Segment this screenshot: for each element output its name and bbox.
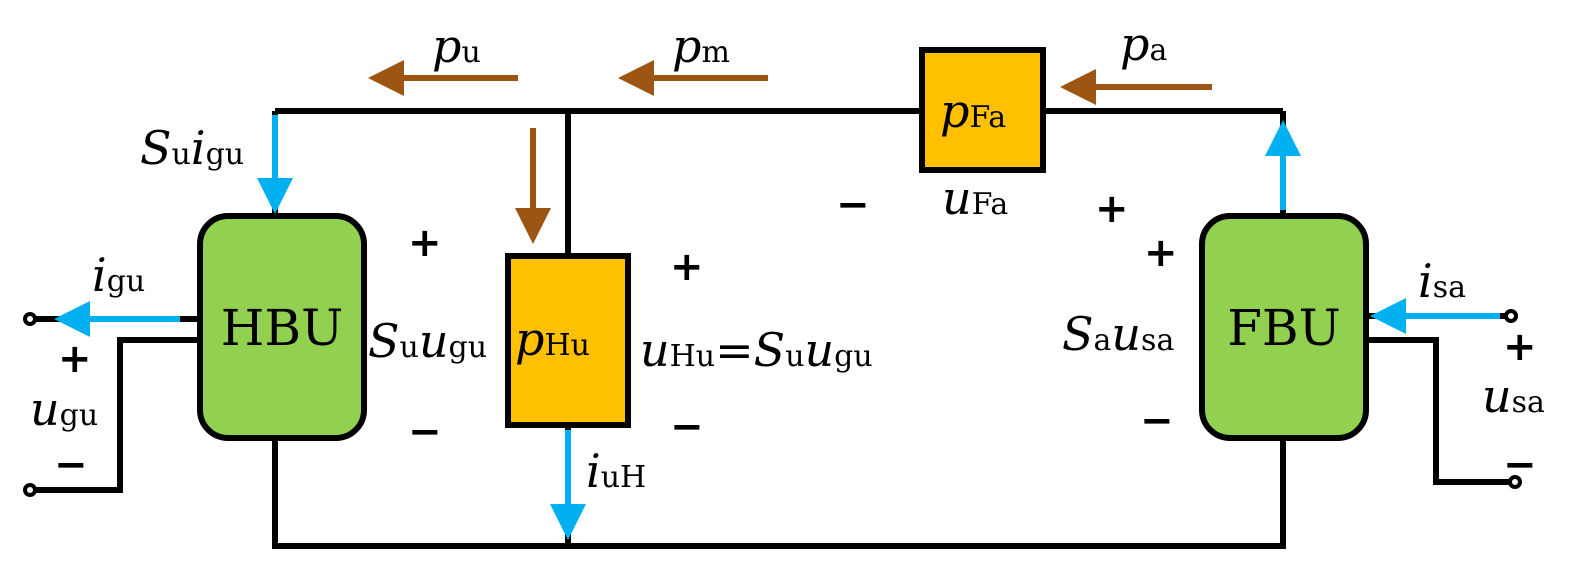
right-terminal-bottom-wire bbox=[1365, 337, 1512, 485]
isa-label: isa bbox=[1418, 254, 1466, 308]
terminal-right-top bbox=[1504, 309, 1518, 323]
polarity-signs: + − + − + − − + + − + − bbox=[54, 182, 1537, 488]
uhu-minus-sign: − bbox=[670, 404, 704, 450]
phu-label: pHu bbox=[515, 312, 590, 366]
pm-label: pm bbox=[672, 19, 730, 73]
pfa-block: pFa bbox=[919, 47, 1046, 173]
uhu-equation-label: uHu=Suugu bbox=[640, 323, 873, 377]
sa-usa-label: Sausa bbox=[1062, 307, 1174, 361]
terminal-right-bottom bbox=[1508, 475, 1522, 489]
igu-label: igu bbox=[92, 248, 145, 302]
ufa-plus-sign: + bbox=[1095, 186, 1129, 232]
su-ugu-plus-sign: + bbox=[408, 220, 442, 266]
current-arrows bbox=[54, 115, 1500, 540]
power-arrows bbox=[368, 60, 1212, 244]
uhu-plus-sign: + bbox=[670, 244, 704, 290]
left-terminal-bottom-wire bbox=[33, 337, 200, 493]
phu-block: pHu bbox=[505, 253, 631, 428]
usa-plus-sign: + bbox=[1503, 324, 1537, 370]
fbu-label: FBU bbox=[1227, 299, 1341, 357]
usa-minus-sign: − bbox=[1503, 442, 1537, 488]
su-igu-label: Suigu bbox=[140, 121, 244, 175]
hbu-label: HBU bbox=[221, 299, 344, 357]
usa-label: usa bbox=[1482, 369, 1545, 423]
su-ugu-label: Suugu bbox=[368, 314, 487, 368]
ugu-minus-sign: − bbox=[54, 442, 88, 488]
sa-usa-minus-sign: − bbox=[1140, 398, 1174, 444]
ugu-label: ugu bbox=[30, 382, 98, 436]
pu-label: pu bbox=[432, 19, 481, 73]
ufa-minus-sign: − bbox=[836, 182, 870, 228]
terminal-left-top bbox=[23, 312, 37, 326]
terminal-left-bottom bbox=[23, 483, 37, 497]
ugu-plus-sign: + bbox=[58, 336, 92, 382]
fbu-block: FBU bbox=[1199, 213, 1369, 441]
terminals bbox=[23, 309, 1522, 497]
sa-usa-plus-sign: + bbox=[1144, 230, 1178, 276]
pa-label: pa bbox=[1120, 17, 1167, 71]
ufa-label: uFa bbox=[942, 171, 1008, 225]
pfa-label: pFa bbox=[940, 84, 1006, 138]
bottom-bus bbox=[272, 438, 1286, 549]
iuh-label: iuH bbox=[586, 444, 646, 498]
hbu-block: HBU bbox=[197, 213, 367, 441]
su-ugu-minus-sign: − bbox=[408, 409, 442, 455]
